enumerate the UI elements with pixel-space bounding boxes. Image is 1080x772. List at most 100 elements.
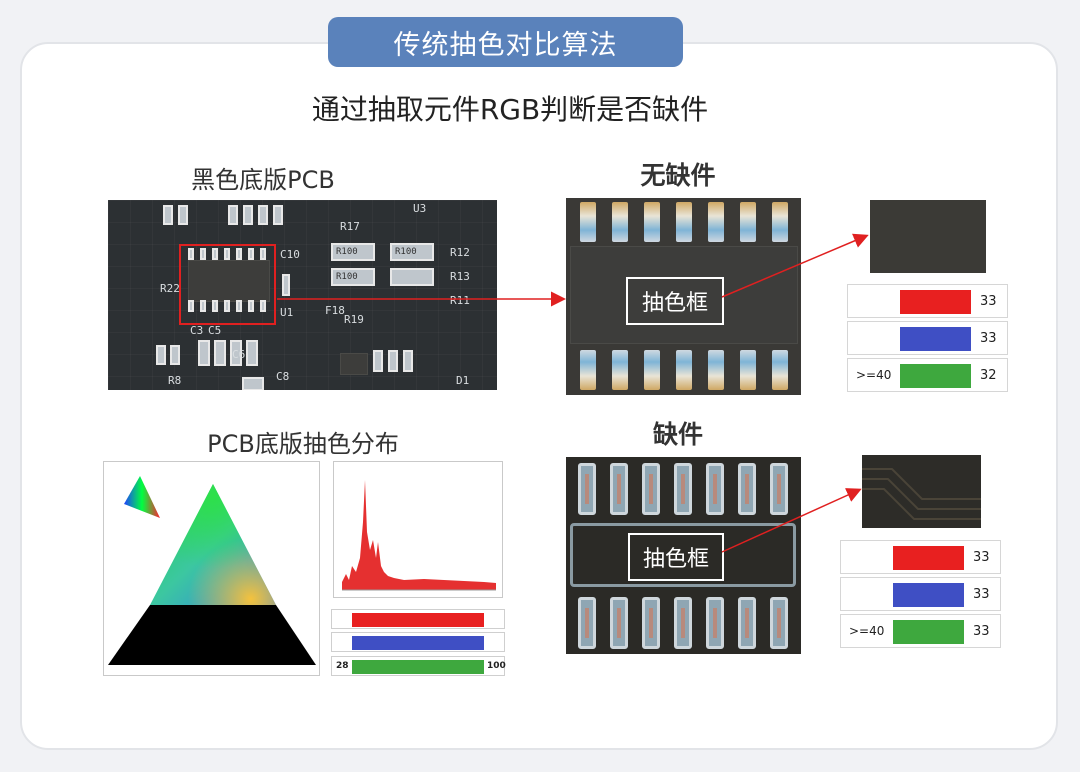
silkscreen-label: R100 [336, 247, 358, 257]
solder-pad [674, 597, 692, 649]
pcb-chip [188, 260, 270, 302]
chip-pin [260, 248, 266, 260]
silkscreen-label: R13 [450, 270, 470, 283]
solder-pad [706, 463, 724, 515]
silkscreen-label: R12 [450, 246, 470, 259]
arrow-to-swatch-missing [721, 488, 862, 553]
chip-pin [224, 300, 230, 312]
silkscreen-label: C3 [190, 324, 204, 337]
color-triangle-panel [103, 461, 320, 676]
rgb-row-blue: 33 [840, 577, 1001, 611]
chip-pin [708, 202, 724, 242]
range-max: 100 [487, 661, 506, 671]
range-bar-green [352, 660, 484, 674]
smd-component [198, 340, 210, 366]
dark-region [108, 605, 316, 665]
chip-missing-photo: 抽色框 [566, 457, 801, 654]
smd-resistor [390, 268, 434, 286]
solder-pad [578, 597, 596, 649]
rgb-row-green: >=40 32 [847, 358, 1008, 392]
rgb-row-red: 33 [847, 284, 1008, 318]
chip-pin [200, 300, 206, 312]
chip-present-photo: 抽色框 [566, 198, 801, 395]
blue-value: 33 [973, 587, 990, 602]
silkscreen-label: U1 [280, 306, 294, 319]
silkscreen-label: R100 [395, 247, 417, 257]
silkscreen-label: R8 [168, 374, 182, 387]
smd-component [163, 205, 173, 225]
silkscreen-label: R22 [160, 282, 180, 295]
solder-pad [706, 597, 724, 649]
histogram-range-green: 28 100 [331, 656, 506, 676]
chip-pin [676, 202, 692, 242]
smd-component [242, 377, 264, 390]
green-value: 32 [980, 368, 997, 383]
smd-component [170, 345, 180, 365]
chip-pin [612, 202, 628, 242]
color-region [150, 484, 276, 605]
smd-component [228, 205, 238, 225]
red-value: 33 [973, 550, 990, 565]
solder-pad [578, 463, 596, 515]
histogram-panel [333, 461, 503, 598]
blue-bar [893, 583, 964, 607]
silkscreen-label: C5 [208, 324, 222, 337]
smd-component [282, 274, 290, 296]
chip-pin [212, 300, 218, 312]
chip-pin [580, 202, 596, 242]
histogram-area [342, 480, 496, 590]
chip-pin [224, 248, 230, 260]
smd-component [258, 205, 268, 225]
smd-component [373, 350, 383, 372]
silkscreen-label: C6 [232, 348, 246, 361]
solder-pad [610, 463, 628, 515]
page-title: 传统抽色对比算法 [328, 17, 683, 67]
component-outline [570, 523, 796, 587]
histogram-range-red [331, 609, 505, 629]
solder-pad [770, 463, 788, 515]
solder-pad [610, 597, 628, 649]
smd-component [388, 350, 398, 372]
silkscreen-label: D1 [456, 374, 470, 387]
silkscreen-label: U3 [413, 202, 427, 215]
sampling-box: 抽色框 [626, 277, 724, 325]
smd-component [230, 340, 242, 366]
smd-component [273, 205, 283, 225]
silkscreen-label: R19 [344, 313, 364, 326]
range-bar-blue [352, 636, 484, 650]
solder-pad [770, 597, 788, 649]
rgb-row-green: >=40 33 [840, 614, 1001, 648]
smd-component [156, 345, 166, 365]
chip-pin [188, 300, 194, 312]
rgb-row-red: 33 [840, 540, 1001, 574]
smd-component [214, 340, 226, 366]
smd-component [403, 350, 413, 372]
sampled-color-swatch-present [870, 200, 986, 273]
range-bar-red [352, 613, 484, 627]
solder-pad [642, 597, 660, 649]
solder-pad [674, 463, 692, 515]
chip-pin [236, 248, 242, 260]
mini-triangle-icon [124, 476, 160, 518]
smd-component [243, 205, 253, 225]
solder-pad [738, 597, 756, 649]
red-bar [900, 290, 971, 314]
chip-pin [248, 248, 254, 260]
chip-body [570, 246, 798, 344]
smd-resistor [331, 243, 375, 261]
silkscreen-label: F18 [325, 304, 345, 317]
red-bar [893, 546, 964, 570]
smd-component [178, 205, 188, 225]
color-triangle-chart [108, 476, 316, 665]
blue-bar [900, 327, 971, 351]
silkscreen-label: C10 [280, 248, 300, 261]
smd-resistor [390, 243, 434, 261]
silkscreen-label: R11 [450, 294, 470, 307]
pcb-label: 黑色底版PCB [191, 166, 335, 194]
solder-pad [642, 463, 660, 515]
smd-resistor [331, 268, 375, 286]
sampled-color-swatch-missing [862, 455, 981, 528]
chip-pin [248, 300, 254, 312]
chip-pin [644, 202, 660, 242]
